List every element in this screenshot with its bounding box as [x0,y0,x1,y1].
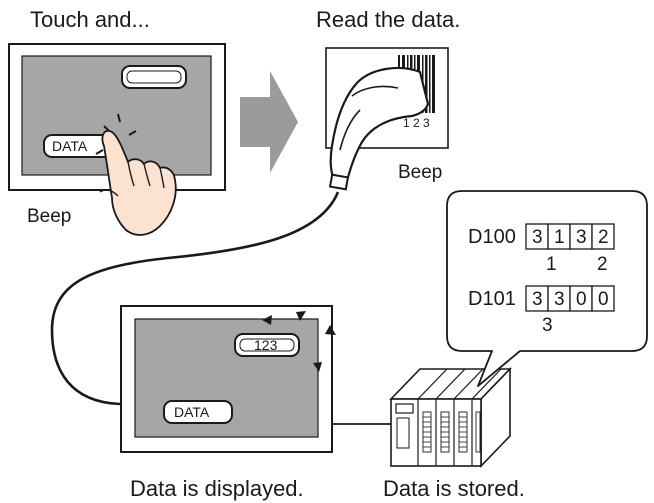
caption-touch: Touch and... [30,7,150,32]
cell-annotation: 1 [546,254,557,275]
memory-row-d100: D100 3 1 3 2 1 2 [468,223,615,275]
register-cell: 0 [598,289,609,310]
spark [117,113,121,123]
plc-cpu-display [395,403,414,414]
spark [296,311,306,321]
caption-stored: Data is stored. [383,476,525,501]
update-spark-marks [262,311,336,372]
register-cell: 2 [598,227,609,248]
scanner-plug [328,173,350,191]
touch-panel-top: DATA [8,43,226,236]
hand-shape [101,130,177,236]
flow-arrow-icon [240,71,298,173]
plc-cpu-panel [396,417,410,449]
register-cells [525,285,615,312]
plc-terminal-ticks [423,416,467,448]
plc-unit [389,367,512,468]
data-button-label: DATA [52,138,88,154]
data-button[interactable] [163,400,233,424]
data-button-label: DATA [174,404,210,420]
spark [128,130,137,136]
spark [325,325,336,335]
finger-crease [159,167,165,189]
spark [313,362,322,372]
register-name: D100 [468,226,516,248]
finger-crease [143,163,151,187]
press-spark-marks [95,113,137,155]
memory-row-d101: D101 3 3 0 0 3 [468,285,615,336]
register-cell: 0 [576,289,587,310]
display-field [121,65,187,89]
thumb-crease [99,189,119,197]
spark [95,149,104,155]
register-cell: 3 [576,227,587,248]
display-field-inner [126,70,182,84]
beep-label-touch: Beep [27,206,71,227]
scanner-highlight [351,85,399,97]
barcode-digits: 1 2 3 [403,116,430,130]
register-cell: 3 [532,227,543,248]
barcode-scan-group: 1 2 3 [325,47,449,191]
register-name: D101 [468,288,516,310]
plc-module-lines [417,368,502,466]
register-cell: 3 [554,289,565,310]
caption-displayed: Data is displayed. [130,476,304,501]
cell-annotation: 2 [597,254,608,275]
register-cell: 3 [532,289,543,310]
display-value: 123 [254,337,278,353]
finger-crease [127,161,135,187]
cell-annotation: 3 [542,315,553,336]
caption-read: Read the data. [316,7,460,32]
touch-panel-bottom: 123 DATA [120,305,336,453]
beep-label-scanner: Beep [398,162,442,183]
display-field-inner [239,338,295,352]
pointing-hand-icon [99,130,177,236]
spark [262,315,272,325]
register-cells [525,223,615,250]
scanner-grip-line [339,109,361,151]
register-cell: 1 [554,227,565,248]
scanner-cable [50,191,340,406]
